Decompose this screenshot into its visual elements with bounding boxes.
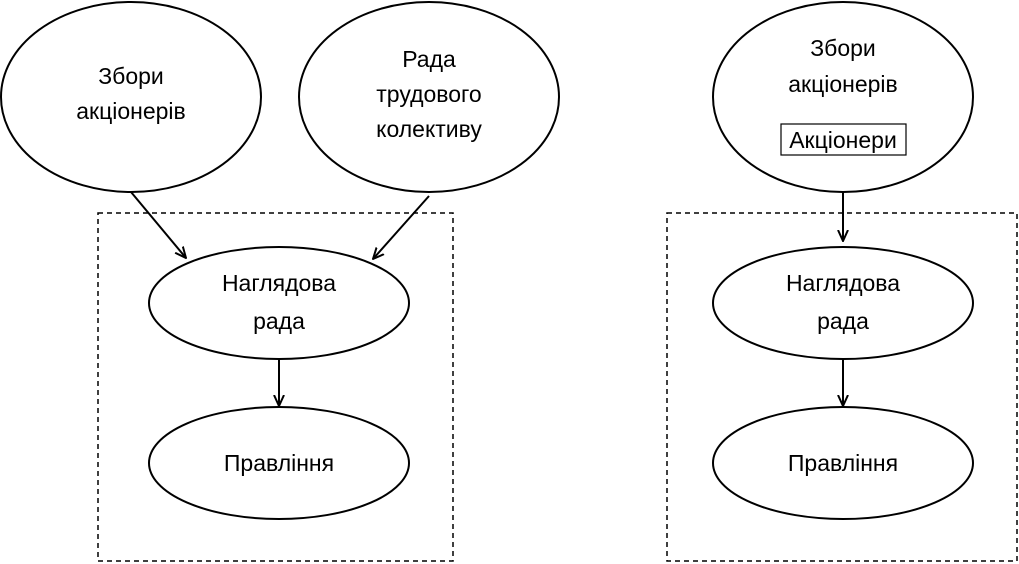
right-management-board-label: Правління: [788, 450, 898, 476]
right-diagram: Збори акціонерів Акціонери Наглядова рад…: [666, 1, 1018, 562]
right-shareholders-box: [780, 123, 907, 156]
left-arrow-labor-council-to-supervisory: [373, 195, 430, 259]
left-management-board-node: Правління: [148, 406, 410, 520]
left-shareholders-meeting-line-1: Збори: [98, 63, 164, 89]
left-supervisory-board-node: Наглядова рада: [148, 246, 410, 360]
left-labor-council-line-2: трудового: [376, 81, 481, 107]
left-labor-council-line-1: Рада: [402, 46, 456, 72]
left-labor-council-line-3: колективу: [376, 116, 482, 142]
left-supervisory-board-line-2: рада: [253, 308, 305, 334]
left-diagram: Збори акціонерів Рада трудового колектив…: [0, 1, 560, 562]
left-management-board-label: Правління: [224, 450, 334, 476]
right-supervisory-board-node: Наглядова рада: [712, 246, 974, 360]
right-shareholders-box-label: Акціонери: [789, 127, 897, 153]
left-shareholders-meeting-line-2: акціонерів: [76, 98, 186, 124]
right-supervisory-board-line-2: рада: [817, 308, 869, 334]
left-supervisory-board-line-1: Наглядова: [222, 270, 336, 296]
left-shareholders-meeting-node: Збори акціонерів: [0, 1, 262, 193]
right-shareholders-meeting-line-2: акціонерів: [788, 71, 898, 97]
left-labor-council-node: Рада трудового колективу: [298, 1, 560, 193]
right-shareholders-meeting-node: Збори акціонерів Акціонери: [712, 1, 974, 193]
left-arrow-shareholders-to-supervisory: [130, 191, 186, 258]
right-shareholders-meeting-line-1: Збори: [810, 35, 876, 61]
right-management-board-node: Правління: [712, 406, 974, 520]
right-supervisory-board-line-1: Наглядова: [786, 270, 900, 296]
